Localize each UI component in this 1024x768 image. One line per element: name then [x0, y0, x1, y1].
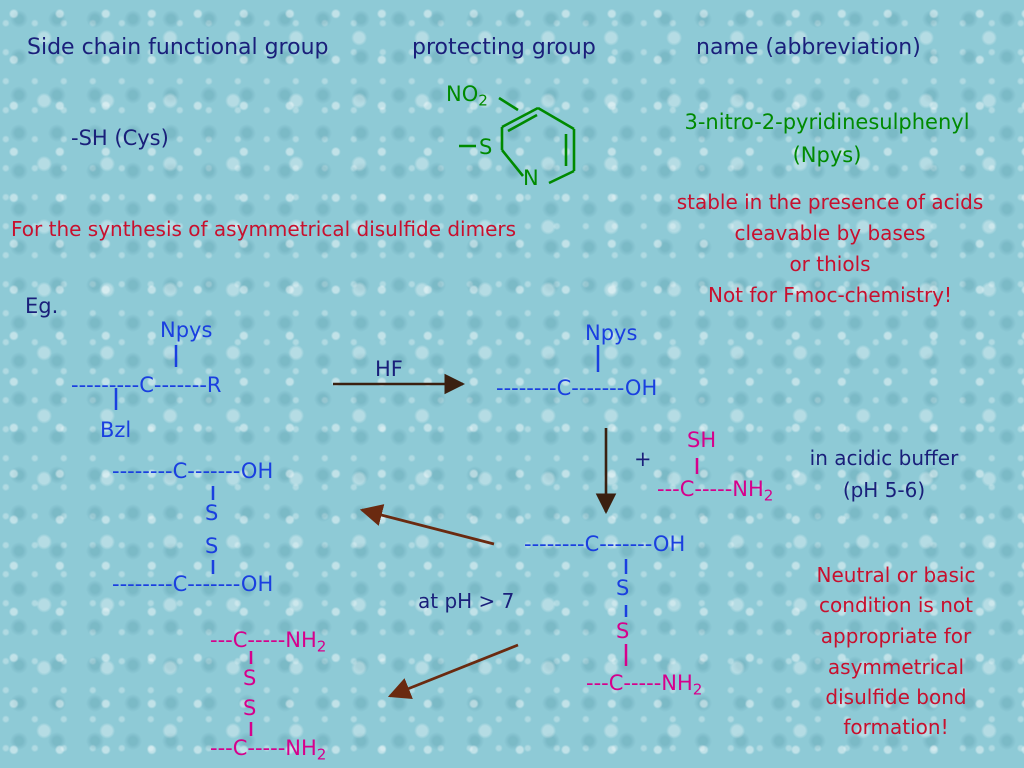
warning-line5: disulfide bond	[825, 685, 967, 709]
sulfur-label: S	[479, 135, 493, 159]
warning-line1: Neutral or basic	[816, 563, 976, 587]
header-protecting-group: protecting group	[412, 35, 596, 60]
reagent-plus: +	[634, 447, 652, 471]
warning-line6: formation!	[843, 715, 949, 739]
reagent-sh: SH	[687, 428, 717, 452]
warning-line2: condition is not	[819, 593, 973, 617]
warning-line4: asymmetrical	[827, 655, 965, 679]
mixed-s1: S	[616, 576, 630, 600]
sym-oh-bottom-chain: --------C-------OH	[112, 572, 274, 596]
product-npys: Npys	[585, 321, 638, 345]
start-chain: ---------C-------R	[71, 373, 222, 397]
sym-nh2-s1: S	[243, 666, 257, 690]
stability-line2: cleavable by bases	[734, 221, 926, 245]
sym-nh2-s2: S	[243, 696, 257, 720]
name-line1: 3-nitro-2-pyridinesulphenyl	[684, 110, 970, 134]
mixed-s2: S	[616, 619, 630, 643]
synthesis-note: For the synthesis of asymmetrical disulf…	[11, 217, 517, 241]
ph-label: at pH > 7	[418, 589, 515, 613]
pyridine-ring	[459, 96, 576, 185]
arrow-to-sym-nh2	[387, 643, 519, 699]
mixed-top-chain: --------C-------OH	[524, 532, 686, 556]
buffer-line1: in acidic buffer	[809, 446, 959, 470]
stability-line3: or thiols	[789, 252, 871, 276]
start-npys: Npys	[160, 318, 213, 342]
sym-oh-s1: S	[205, 501, 219, 525]
sym-nh2-bottom-chain: ---C-----NH2	[210, 736, 327, 764]
arrow-to-sym-oh	[359, 504, 495, 546]
mixed-bottom-chain: ---C-----NH2	[586, 671, 703, 699]
hf-label: HF	[375, 357, 403, 381]
sym-oh-top-chain: --------C-------OH	[112, 459, 274, 483]
reagent-chain: ---C-----NH2	[657, 477, 774, 505]
start-bzl: Bzl	[100, 418, 132, 442]
warning-line3: appropriate for	[820, 624, 972, 648]
stability-line4: Not for Fmoc-chemistry!	[707, 283, 953, 307]
cys-group: -SH (Cys)	[71, 126, 169, 150]
example-label: Eg.	[25, 294, 59, 318]
stability-line1: stable in the presence of acids	[676, 190, 984, 214]
name-line2: (Npys)	[792, 143, 862, 167]
sym-nh2-top-chain: ---C-----NH2	[210, 628, 327, 656]
product-chain: --------C-------OH	[496, 376, 658, 400]
buffer-line2: (pH 5-6)	[842, 478, 926, 502]
header-name: name (abbreviation)	[696, 35, 921, 60]
header-side-chain: Side chain functional group	[27, 35, 329, 60]
sym-oh-s2: S	[205, 534, 219, 558]
nitrogen-label: N	[523, 166, 539, 190]
no2-label: NO2	[446, 82, 488, 110]
start-bonds	[114, 345, 178, 410]
